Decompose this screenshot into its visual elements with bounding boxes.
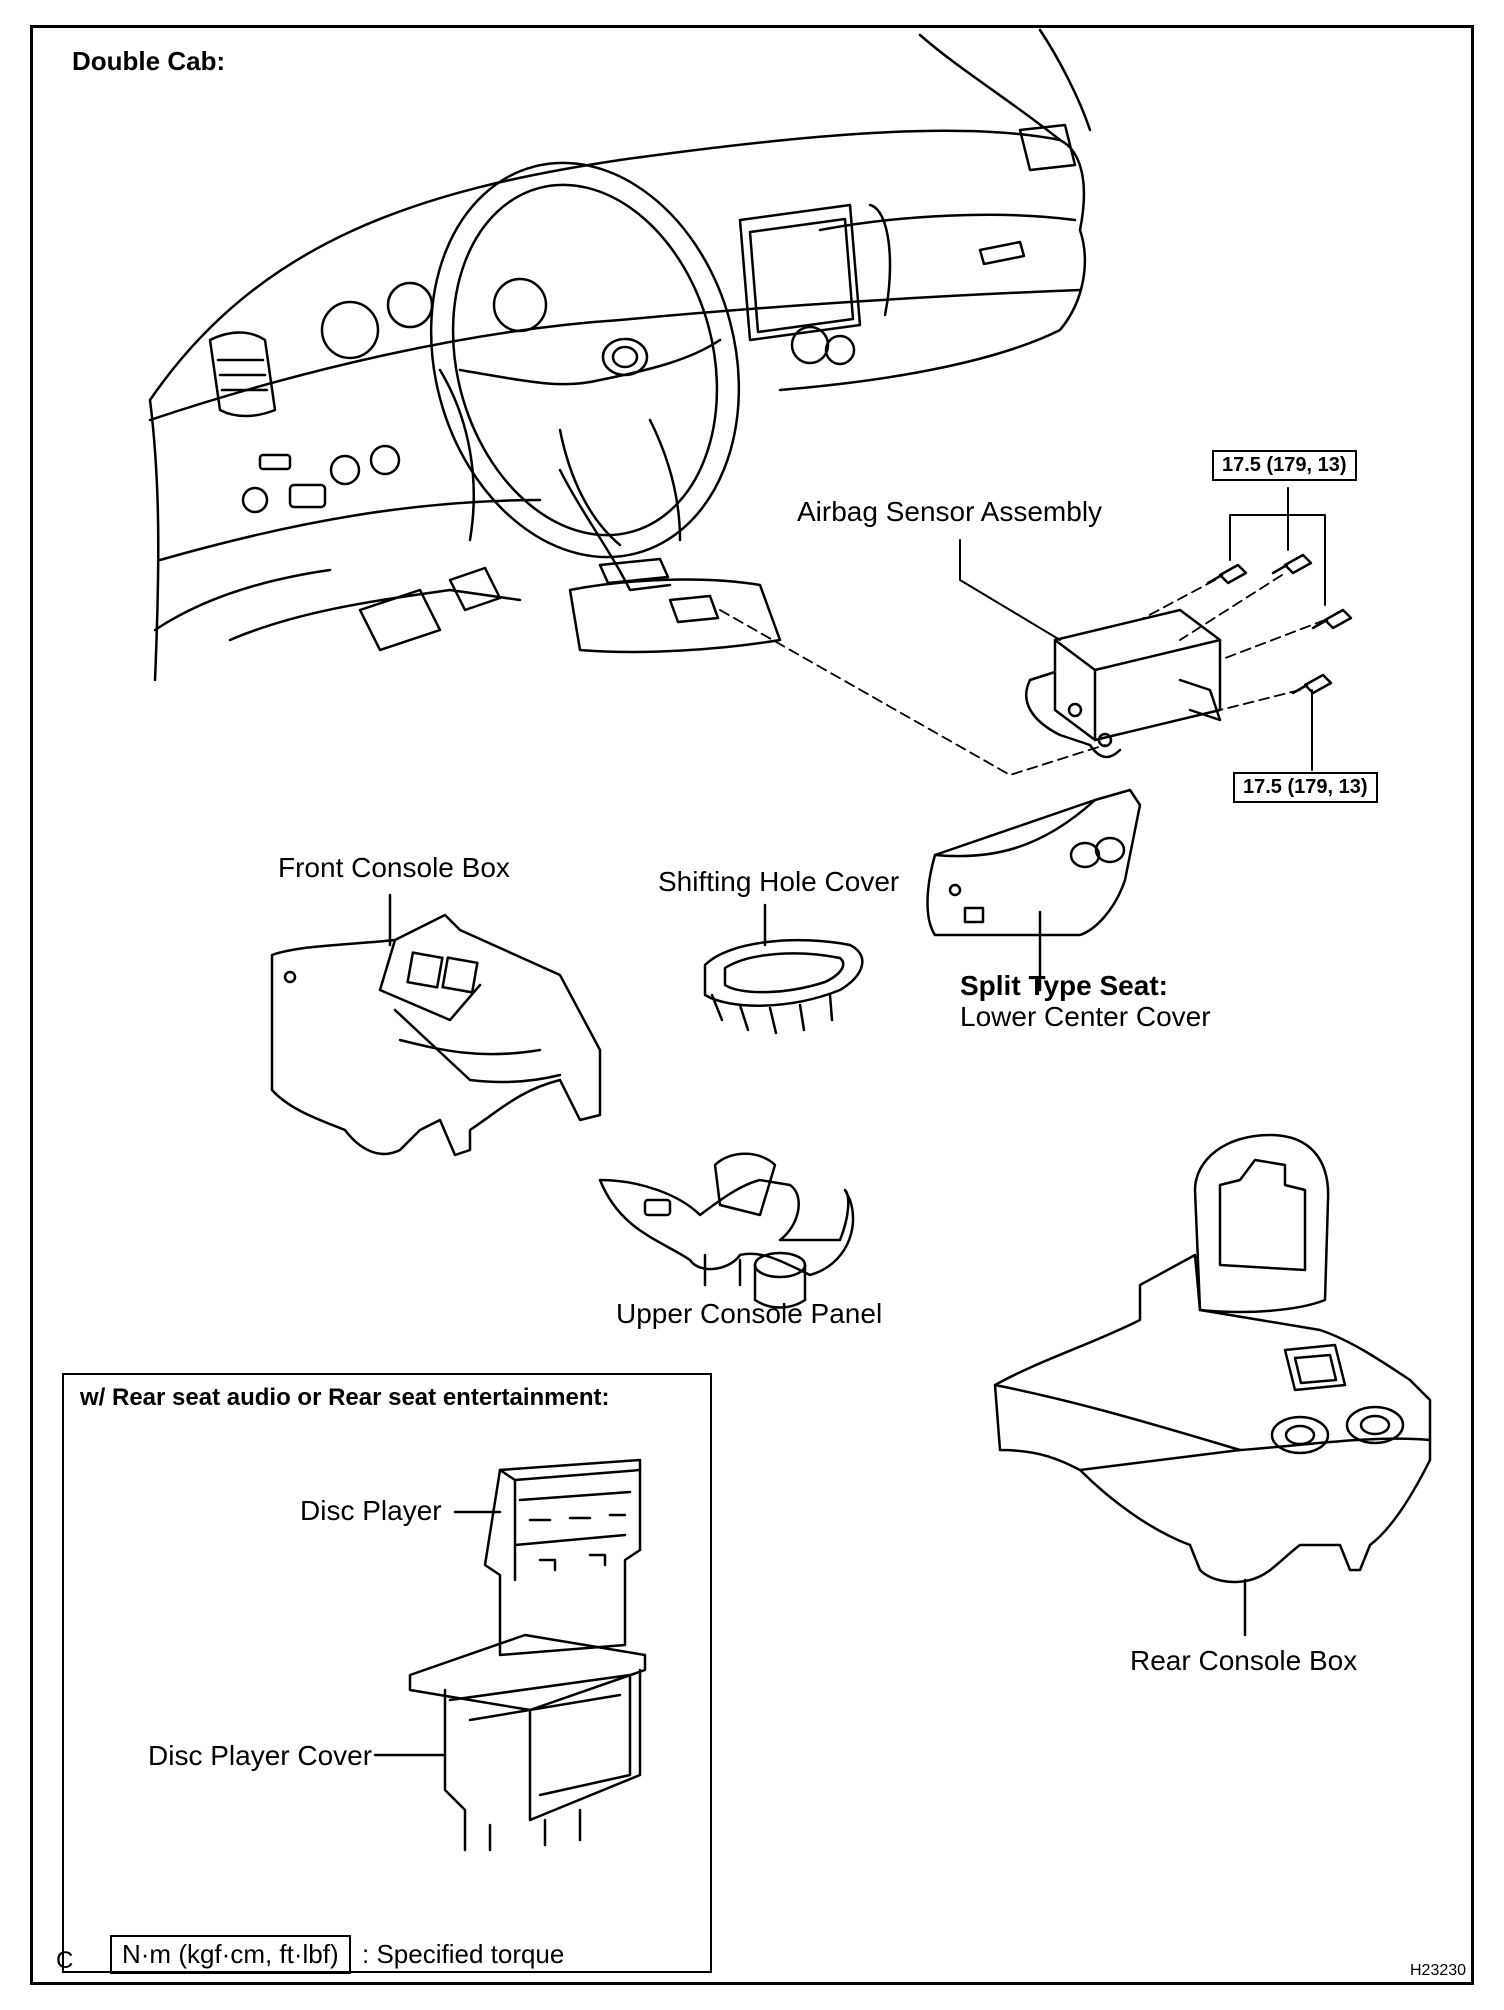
torque-leaders (959, 487, 1326, 771)
torque-spec-top: 17.5 (179, 13) (1212, 450, 1357, 481)
dashboard-drawing (148, 28, 1092, 682)
center-tunnel-drawing (568, 578, 782, 654)
corner-letter: C (56, 1947, 74, 1974)
label-disc-player-cover: Disc Player Cover (148, 1740, 373, 1771)
lower-center-cover-drawing (926, 788, 1142, 992)
bolt-drawings (1206, 553, 1353, 695)
upper-console-panel-drawing (598, 1152, 855, 1309)
front-console-box-drawing (270, 893, 602, 1157)
label-upper-console-panel: Upper Console Panel (616, 1298, 883, 1329)
inset-title: w/ Rear seat audio or Rear seat entertai… (80, 1384, 610, 1411)
torque-spec-bottom: 17.5 (179, 13) (1233, 772, 1378, 803)
figure-code: H23230 (1410, 1962, 1467, 1979)
disc-player-drawing (453, 1458, 642, 1657)
legend-text: : Specified torque (362, 1939, 565, 1969)
diagram-title: Double Cab: (72, 46, 226, 76)
rear-console-box-drawing (993, 1133, 1432, 1637)
shifting-hole-cover-drawing (703, 903, 864, 1035)
steering-wheel-drawing (429, 161, 741, 592)
label-front-console-box: Front Console Box (278, 852, 510, 883)
label-shifting-hole-cover: Shifting Hole Cover (658, 866, 900, 897)
diagram-frame (30, 25, 1474, 1985)
legend-unit-box: N·m (kgf·cm, ft·lbf) (110, 1935, 351, 1974)
airbag-sensor-drawing (1025, 608, 1222, 759)
label-rear-console-box: Rear Console Box (1130, 1645, 1358, 1676)
label-lower-center-cover: Lower Center Cover (960, 1001, 1211, 1032)
label-airbag-sensor-assembly: Airbag Sensor Assembly (797, 496, 1103, 527)
label-disc-player: Disc Player (300, 1495, 442, 1526)
label-split-type-seat: Split Type Seat: (960, 970, 1168, 1001)
disc-player-cover-drawing (373, 1633, 647, 1852)
rear-audio-inset (62, 1373, 712, 1973)
dashed-leader-lines (719, 574, 1326, 776)
